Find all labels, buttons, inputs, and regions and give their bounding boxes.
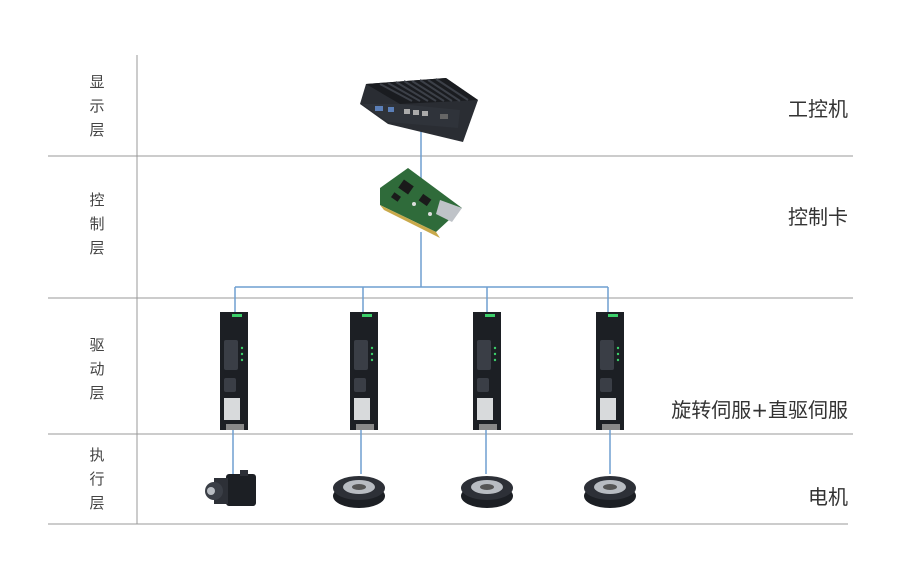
device-label-servo: 旋转伺服+直驱伺服 (671, 398, 848, 422)
layer-label-display: 显示层 (89, 73, 107, 139)
direct-drive-motor-image-1 (333, 476, 385, 508)
servo-drive-1 (220, 312, 248, 430)
layer-label-execute: 执行层 (89, 446, 107, 512)
device-label-ipc: 工控机 (788, 97, 848, 121)
layer-dividers (48, 55, 853, 525)
rotary-servo-motor-image (205, 470, 256, 506)
direct-drive-motor-image-3 (584, 476, 636, 508)
layer-label-drive: 驱动层 (89, 336, 107, 402)
layer-label-control: 控制层 (89, 191, 107, 257)
servo-drive-4 (596, 312, 624, 430)
device-label-motor: 电机 (808, 485, 848, 509)
servo-drive-3 (473, 312, 501, 430)
servo-drive-2 (350, 312, 378, 430)
device-label-card: 控制卡 (788, 205, 848, 229)
industrial-pc-image (360, 78, 478, 142)
connection-lines (232, 128, 611, 474)
direct-drive-motor-image-2 (461, 476, 513, 508)
motion-control-card-image (380, 168, 462, 238)
